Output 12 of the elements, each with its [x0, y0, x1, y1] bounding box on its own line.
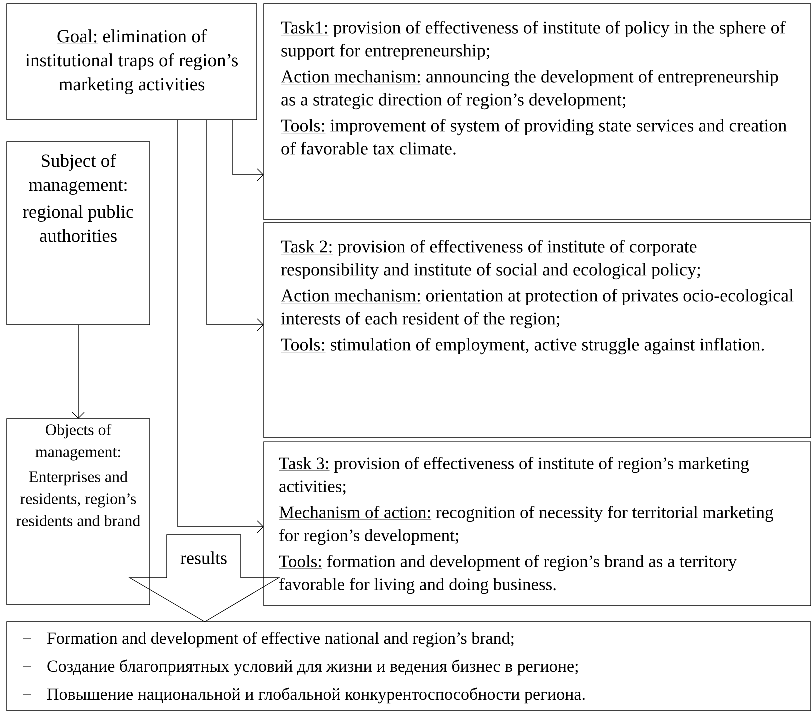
text-box: Subject of management: regional public authorities [6, 142, 150, 326]
text-box: Goal: elimination of institutional traps of region’s marketing activities [6, 4, 258, 120]
arrow [206, 120, 264, 332]
arrow [178, 120, 264, 534]
text-box: Task 2: provision of effectiveness of institute of corporate responsibility and institute of social and ecological policy; Action mechanism: orientation at protection of privates ocio-ecological interests of each resident of the region; Tools: stimulation of employment, active struggle against inflation. [264, 222, 811, 438]
results-box: Formation and development of effective national and region’s brand; Создание благоприятных условий для жизни и ведения бизнес в регионе; Повышение национальной и глобальной конкурентоспособности региона. [6, 622, 811, 712]
text-box: Task1: provision of effectiveness of institute of policy in the sphere of support for entrepreneurship; Action mechanism: announcing the development of entrepreneurship as a strategic direction of region’s development; Tools: improvement of system of providing state services and creation of favorable tax climate. [264, 4, 811, 220]
arrow [232, 120, 264, 182]
text-box: Task 3: provision of effectiveness of institute of region’s marketing activities; Mechanism of action: recognition of necessity for territorial marketing for region’s development; Tools: formation and development of region’s brand as a territory favorable for living and doing business. [264, 442, 811, 606]
arrow [72, 324, 85, 419]
edge-label: results [180, 552, 227, 564]
text-box: Objects of management: Enterprises and residents, region’s residents and brand [6, 418, 150, 606]
